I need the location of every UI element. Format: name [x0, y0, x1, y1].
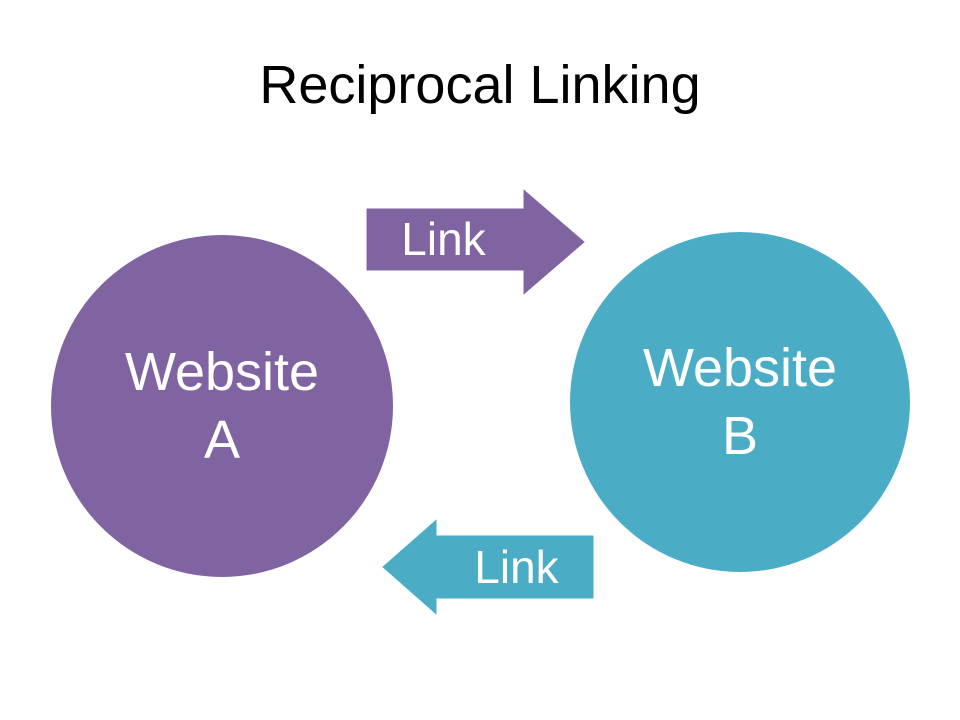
link-arrow-right-icon	[363, 182, 590, 302]
slide-title: Reciprocal Linking	[259, 55, 701, 115]
website-a-circle	[51, 235, 393, 577]
website-b-circle	[570, 232, 910, 572]
link-arrow-left-icon	[377, 512, 597, 622]
